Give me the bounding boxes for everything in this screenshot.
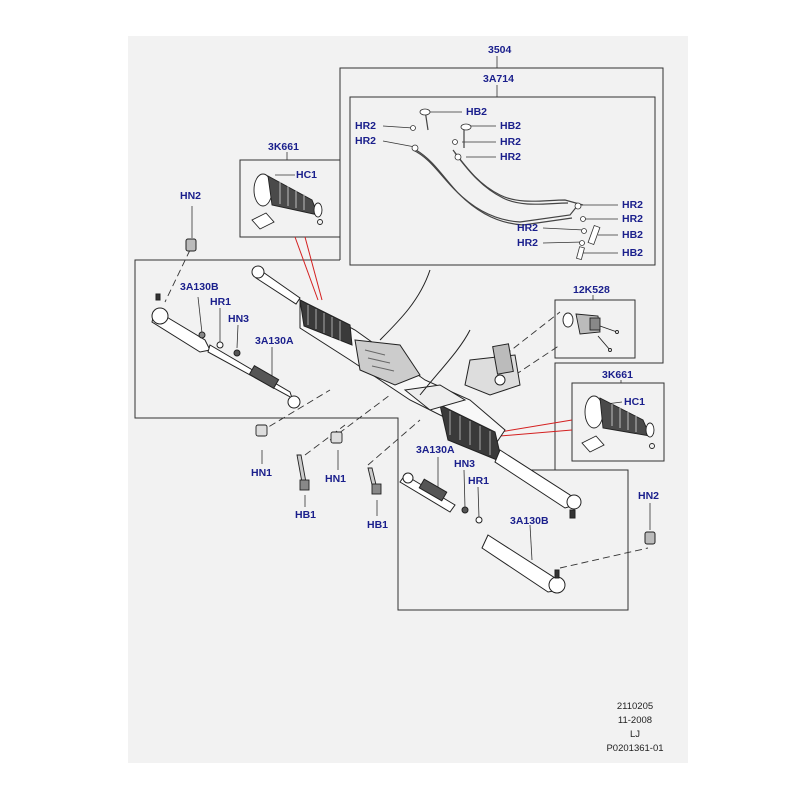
label-hc1-top: HC1 xyxy=(296,169,318,181)
tie-rod-frame xyxy=(134,259,629,611)
guide-hn2-right xyxy=(559,547,649,569)
right-tie-rod-drawing xyxy=(399,449,656,594)
label-hb2-a: HB2 xyxy=(466,106,488,118)
diagram-sheet xyxy=(128,36,688,763)
label-hc1-right: HC1 xyxy=(624,396,646,408)
boot-box-top xyxy=(239,159,341,238)
label-hr2-a: HR2 xyxy=(355,120,377,132)
guide-hb1-mid xyxy=(367,419,421,466)
guide-kit-a xyxy=(504,311,561,356)
label-hb2-b: HB2 xyxy=(500,120,522,132)
label-hr2-b: HR2 xyxy=(355,135,377,147)
leader-top-b xyxy=(304,236,323,301)
label-hb2-c: HB2 xyxy=(622,229,644,241)
leader-right-b xyxy=(499,429,573,437)
valve-kit-drawing xyxy=(562,312,619,352)
label-hn1-mid: HN1 xyxy=(325,473,347,485)
label-hr2-e: HR2 xyxy=(622,199,644,211)
label-hn2-left: HN2 xyxy=(180,190,202,202)
kit-box xyxy=(554,299,636,359)
label-hr2-c: HR2 xyxy=(500,136,522,148)
footer-initials: LJ xyxy=(629,729,641,740)
label-hb1-left: HB1 xyxy=(295,509,317,521)
leader-top-a xyxy=(294,236,319,301)
loose-fasteners xyxy=(255,424,382,495)
guide-hn2-left xyxy=(164,249,191,303)
boot-kit-top-drawing xyxy=(251,173,323,230)
footer-code: 2110205 xyxy=(616,701,654,712)
label-hn3-left: HN3 xyxy=(228,313,250,325)
label-tie-end-right: 3A130B xyxy=(510,515,549,527)
label-kit: 12K528 xyxy=(573,284,610,296)
left-tie-rod-drawing xyxy=(151,238,301,409)
label-hr2-h: HR2 xyxy=(517,237,539,249)
guide-kit-b xyxy=(514,344,561,376)
label-tie-rod-right: 3A130A xyxy=(416,444,455,456)
label-boot-top: 3K661 xyxy=(268,141,299,153)
label-assembly: 3504 xyxy=(488,44,512,56)
leader-right-a xyxy=(499,419,573,433)
guide-hb1-left xyxy=(304,424,346,456)
label-tie-rod-left: 3A130A xyxy=(255,335,294,347)
label-boot-right: 3K661 xyxy=(602,369,633,381)
frame-lines xyxy=(134,67,665,611)
hydraulic-pipes xyxy=(412,109,584,226)
label-hr2-d: HR2 xyxy=(500,151,522,163)
steering-rack xyxy=(299,269,521,463)
boot-kit-right-drawing xyxy=(581,395,655,453)
label-hn2-right: HN2 xyxy=(638,490,660,502)
guide-hn1-left xyxy=(259,389,331,433)
label-hn1-left: HN1 xyxy=(251,467,273,479)
label-hr1-left: HR1 xyxy=(210,296,232,308)
footer-date: 11-2008 xyxy=(617,715,653,726)
label-hb2-d: HB2 xyxy=(622,247,644,259)
label-hr2-f: HR2 xyxy=(622,213,644,225)
pipe-fittings xyxy=(410,108,601,261)
label-hr2-g: HR2 xyxy=(517,222,539,234)
callout-leaders xyxy=(191,56,651,561)
boot-box-right xyxy=(571,382,665,462)
label-hn3-right: HN3 xyxy=(454,458,476,470)
label-hb1-mid: HB1 xyxy=(367,519,389,531)
label-tie-end-left: 3A130B xyxy=(180,281,219,293)
red-leaders xyxy=(294,236,573,437)
pipes-box xyxy=(349,96,656,266)
footer-drawing-number: P0201361-01 xyxy=(606,743,664,754)
label-hr1-right: HR1 xyxy=(468,475,490,487)
label-pipes: 3A714 xyxy=(483,73,514,85)
